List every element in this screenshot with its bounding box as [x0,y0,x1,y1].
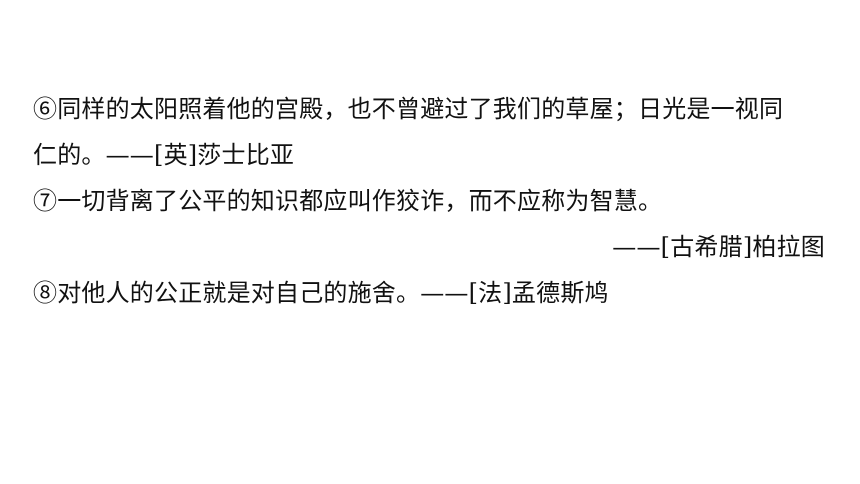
quote-6-line-1: ⑥同样的太阳照着他的宫殿，也不曾避过了我们的草屋；日光是一视同 [33,95,784,123]
quote-7-line-1: ⑦一切背离了公平的知识都应叫作狡诈，而不应称为智慧。 [33,187,663,215]
quote-block: ⑥同样的太阳照着他的宫殿，也不曾避过了我们的草屋；日光是一视同 仁的。——[英]… [33,86,825,316]
quote-6-line-2: 仁的。——[英]莎士比亚 [33,141,295,169]
quote-8-line-1: ⑧对他人的公正就是对自己的施舍。——[法]孟德斯鸠 [33,279,609,307]
quote-7-attribution: ——[古希腊]柏拉图 [612,233,825,261]
